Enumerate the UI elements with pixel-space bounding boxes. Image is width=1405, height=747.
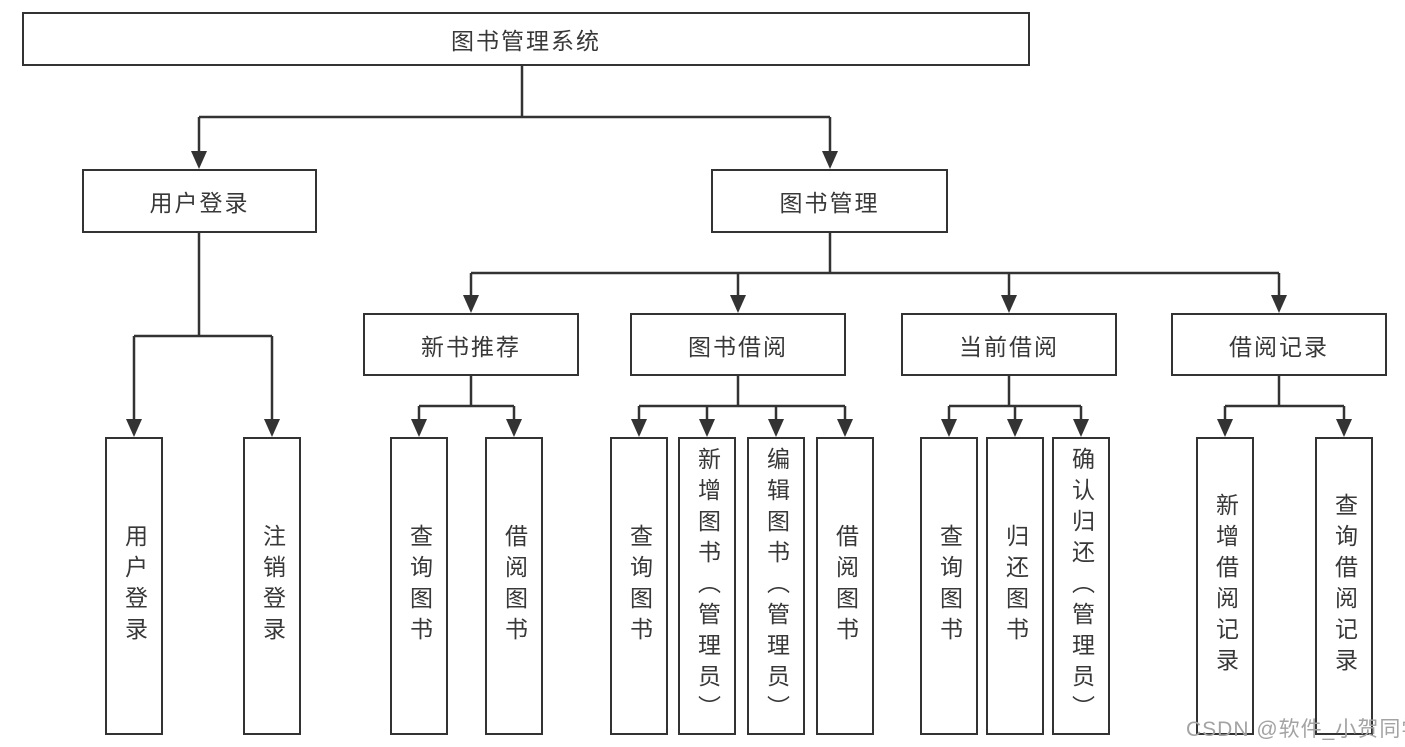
leaf-node-query-books: 查询图书 (920, 437, 978, 735)
arrowhead (1336, 419, 1352, 437)
leaf-node-label: 新增图书（管理员） (694, 446, 721, 726)
arrowhead (768, 419, 784, 437)
leaf-node-logout: 注销登录 (243, 437, 301, 735)
leaf-node-label: 借阅图书 (832, 524, 859, 648)
leaf-node-label: 借阅图书 (501, 524, 528, 648)
connector-book-management-to-groups (469, 233, 1281, 296)
connector-borrow-records-to-leaves (1223, 376, 1346, 420)
leaf-node-borrow-books: 借阅图书 (816, 437, 874, 735)
leaf-node-add-books-admin: 新增图书（管理员） (678, 437, 736, 735)
leaf-node-label: 查询借阅记录 (1331, 493, 1358, 679)
group-node-current-borrow: 当前借阅 (901, 313, 1117, 376)
leaf-node-query-books: 查询图书 (390, 437, 448, 735)
leaf-node-confirm-return-admin: 确认归还（管理员） (1052, 437, 1110, 735)
leaf-node-add-borrow-record: 新增借阅记录 (1196, 437, 1254, 735)
leaf-node-label: 编辑图书（管理员） (763, 446, 790, 726)
arrowhead (837, 419, 853, 437)
arrowhead (126, 419, 142, 437)
group-node-label: 新书推荐 (421, 333, 521, 360)
leaf-node-label: 注销登录 (259, 524, 286, 648)
arrowhead (1001, 295, 1017, 313)
group-node-label: 当前借阅 (959, 333, 1059, 360)
connector-user-login-to-leaves (132, 233, 274, 420)
arrowhead (264, 419, 280, 437)
leaf-node-edit-books-admin: 编辑图书（管理员） (747, 437, 805, 735)
leaf-node-user-login: 用户登录 (105, 437, 163, 735)
arrowhead (191, 151, 207, 169)
leaf-node-borrow-books: 借阅图书 (485, 437, 543, 735)
arrowhead (941, 419, 957, 437)
branch-node-label: 用户登录 (149, 190, 250, 216)
leaf-node-query-books: 查询图书 (610, 437, 668, 735)
leaf-node-label: 确认归还（管理员） (1068, 446, 1095, 726)
connector-book-borrow-to-leaves (637, 376, 847, 420)
arrowhead (730, 295, 746, 313)
leaf-node-label: 查询图书 (936, 524, 963, 648)
arrowhead (463, 295, 479, 313)
arrowhead (1217, 419, 1233, 437)
root-node-label: 图书管理系统 (451, 28, 601, 54)
leaf-node-label: 归还图书 (1002, 524, 1029, 648)
arrowhead (822, 151, 838, 169)
leaf-node-query-borrow-record: 查询借阅记录 (1315, 437, 1373, 735)
connector-root-to-level2 (197, 66, 832, 152)
connector-current-borrow-to-leaves (947, 376, 1083, 420)
group-node-borrow-records: 借阅记录 (1171, 313, 1387, 376)
leaf-node-label: 新增借阅记录 (1212, 493, 1239, 679)
arrowhead (1007, 419, 1023, 437)
group-node-label: 借阅记录 (1229, 333, 1329, 360)
leaf-node-label: 查询图书 (626, 524, 653, 648)
arrowhead (506, 419, 522, 437)
branch-node-book-management: 图书管理 (711, 169, 948, 233)
arrowhead (699, 419, 715, 437)
csdn-watermark: CSDN @软件_小贺同学 (1186, 718, 1405, 741)
arrowhead (1073, 419, 1089, 437)
group-node-book-borrow: 图书借阅 (630, 313, 846, 376)
group-node-label: 图书借阅 (688, 333, 788, 360)
connector-new-book-recommend-to-leaves (417, 376, 516, 420)
branch-node-label: 图书管理 (779, 190, 880, 216)
leaf-node-return-books: 归还图书 (986, 437, 1044, 735)
arrowhead (1271, 295, 1287, 313)
group-node-new-book-recommend: 新书推荐 (363, 313, 579, 376)
branch-node-user-login: 用户登录 (82, 169, 317, 233)
leaf-node-label: 查询图书 (406, 524, 433, 648)
root-node-library-management-system: 图书管理系统 (22, 12, 1030, 66)
leaf-node-label: 用户登录 (121, 524, 148, 648)
arrowhead (411, 419, 427, 437)
arrowhead (631, 419, 647, 437)
